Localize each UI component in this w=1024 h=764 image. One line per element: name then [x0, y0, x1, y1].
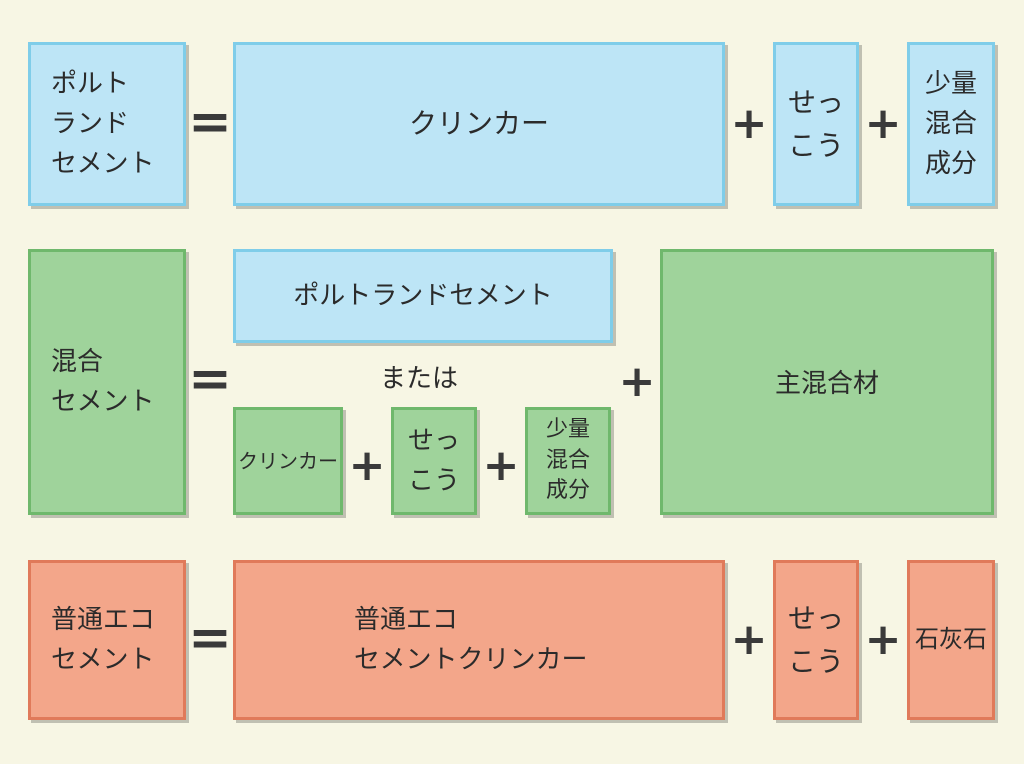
eco-clinker-line-1: 普通エコ	[354, 604, 459, 635]
plus-sign: +	[730, 614, 768, 665]
portland-cement-box: ポルト ランド セメント	[28, 42, 186, 206]
gypsum-box: せっ こう	[773, 42, 859, 206]
eco-clinker-box: 普通エコ セメントクリンカー	[233, 560, 725, 720]
minor-line-1: 少量	[924, 68, 977, 99]
gypsum-line-2: こう	[787, 129, 844, 162]
blended-cement-box: 混合 セメント	[28, 249, 186, 515]
plus-sign: +	[864, 614, 902, 665]
minor-small-line-3: 成分	[545, 478, 590, 504]
blended-name-line-2: セメント	[51, 387, 155, 417]
minor-components-small-box: 少量 混合 成分	[525, 407, 611, 515]
clinker-label: クリンカー	[408, 107, 549, 141]
limestone-label: 石灰石	[915, 625, 987, 654]
plus-sign: +	[618, 356, 656, 407]
clinker-box: クリンカー	[233, 42, 725, 206]
limestone-box: 石灰石	[907, 560, 995, 720]
plus-sign: +	[864, 98, 902, 149]
portland-cement-option-label: ポルトランドセメント	[293, 280, 553, 311]
main-material-label: 主混合材	[774, 369, 879, 399]
eco-cement-box: 普通エコ セメント	[28, 560, 186, 720]
eco-gypsum-line-1: せっ	[787, 601, 844, 635]
equals-sign: =	[188, 349, 232, 409]
plus-sign: +	[730, 98, 768, 149]
minor-small-line-1: 少量	[545, 416, 590, 442]
eco-gypsum-box: せっ こう	[773, 560, 859, 720]
plus-sign: +	[348, 440, 386, 491]
equals-sign: =	[188, 608, 232, 668]
gypsum-small-line-1: せっ	[407, 425, 460, 456]
gypsum-line-1: せっ	[787, 85, 844, 119]
eco-name-line-1: 普通エコ	[51, 604, 156, 635]
portland-name-line-3: セメント	[51, 149, 155, 180]
portland-name-line-2: ランド	[51, 108, 130, 139]
plus-sign: +	[482, 440, 520, 491]
eco-clinker-line-2: セメントクリンカー	[354, 645, 588, 675]
portland-cement-option-box: ポルトランドセメント	[233, 249, 613, 343]
or-text: または	[380, 364, 459, 394]
portland-name-line-1: ポルト	[51, 68, 130, 99]
gypsum-small-box: せっ こう	[391, 407, 477, 515]
eco-name-line-2: セメント	[51, 645, 155, 675]
minor-small-line-2: 混合	[545, 447, 590, 473]
minor-components-box: 少量 混合 成分	[907, 42, 995, 206]
minor-line-3: 成分	[924, 149, 977, 180]
blended-name-line-1: 混合	[51, 346, 104, 377]
eco-gypsum-line-2: こう	[787, 645, 844, 678]
gypsum-small-line-2: こう	[407, 466, 460, 496]
minor-line-2: 混合	[924, 108, 977, 139]
equals-sign: =	[188, 92, 232, 152]
clinker-small-box: クリンカー	[233, 407, 343, 515]
main-material-box: 主混合材	[660, 249, 994, 515]
clinker-small-label: クリンカー	[238, 448, 338, 473]
